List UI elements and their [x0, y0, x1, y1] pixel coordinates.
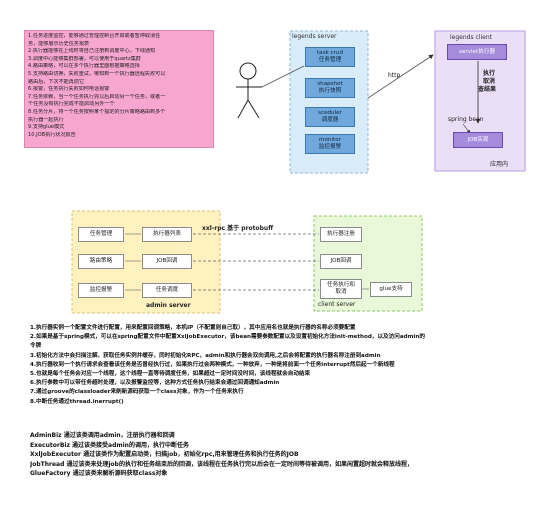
- monitor-name: monitor: [319, 137, 341, 143]
- description-list: 1.执行器实例一个配置文件进行配置，用来配置回调策略，本机IP（不配置则自己取）…: [30, 324, 535, 407]
- rpc-connectors: [193, 233, 319, 291]
- job-impl-box: JOB实现: [453, 132, 503, 148]
- scheduler-desc: 调度器: [321, 117, 339, 123]
- client-task-exec-box: 任务执行和 取消: [320, 279, 362, 299]
- admin-routing-label: 路由策略: [89, 258, 113, 264]
- in-app-label: 应用内: [490, 161, 509, 168]
- servlet-executor-label: servlet执行器: [459, 48, 495, 55]
- description-line: 8.中断任务通过thread.inerrupt(): [30, 398, 124, 405]
- user-stick-figure-icon: [236, 62, 262, 119]
- snapshot-name: shapshot: [317, 81, 343, 87]
- legends-client-title: legends client: [450, 34, 492, 41]
- admin-task-mgmt-label: 任务管理: [89, 231, 113, 237]
- class-line: GlueFactory 通过该类来解析源码获取class对象: [30, 470, 168, 478]
- requirements-note: 1.任务进度监控，能够通过管理控制台开启或者暂停取消任 务，能够展示历史任务报表…: [24, 30, 214, 148]
- description-line: 7.通过groove的classloader来刷新源码获取一个class对象，作…: [30, 389, 244, 396]
- description-line: 2.如果是基于spring模式，可以在spring配置文件中配置XxlJobEx…: [30, 334, 425, 341]
- job-impl-label: JOB实现: [467, 136, 489, 143]
- client-task-exec-label: 任务执行和 取消: [327, 282, 355, 295]
- note-line: 6.报警，任务执行失败如何电话报警: [28, 86, 110, 93]
- note-line: 4.路由策略，可以在多个执行器里面根据策略选择: [28, 63, 140, 70]
- user-to-server-connector: [261, 65, 305, 88]
- snapshot-desc: 执行快照: [318, 88, 342, 94]
- exec-label-1: 执行: [483, 70, 496, 77]
- task-crud-box: task crud 任务管理: [305, 47, 355, 67]
- exec-label-3: 查结果: [478, 86, 497, 93]
- class-line: AdminBiz 通过该类调用admin，注册执行器和回调: [30, 432, 175, 439]
- class-line: JobThread 通过该类来处理job的执行和任务结束后的回调，该线程在任务执…: [30, 460, 413, 468]
- note-line: 1.任务进度监控，能够通过管理控制台开启或者暂停取消任: [28, 33, 161, 39]
- note-line: 9.支持glue模式: [28, 124, 65, 131]
- client-executor-register-box: 执行器注册: [320, 227, 362, 242]
- class-line: XxlJobExecutor 通过该类作为配置启动类，扫描job，初始化rpc,…: [30, 451, 299, 459]
- scheduler-name: sceduler: [318, 110, 342, 116]
- client-glue-box: glue支持: [370, 282, 412, 297]
- exec-label-2: 取消: [483, 78, 496, 85]
- spring-bean-label: spring bean: [448, 116, 484, 123]
- note-line: 8.任务分片，将一个任务按照某个指定的分片策略路由到多个: [28, 108, 166, 115]
- monitor-desc: 监控报警: [318, 144, 342, 150]
- scheduler-box: sceduler 调度器: [305, 107, 355, 127]
- class-line: ExecutorBiz 通过该类接受admin的调用，执行中断任务: [30, 441, 189, 449]
- description-line: 6.执行参数中可以带任务超时处理，以及报警监控等，这种方式任务执行结束会通过回调…: [30, 380, 280, 387]
- admin-task-schedule-box: 任务调度: [142, 283, 192, 298]
- note-line: 3.调度中心能够集群部署，可以使用于quartz集群: [28, 55, 141, 62]
- client-glue-label: glue支持: [379, 286, 403, 292]
- description-line: 4.执行器收到一个执行请求会查看该任务是否曾经执行过，如果执行过会两种模式，一种…: [30, 361, 395, 368]
- admin-routing-box: 路由策略: [78, 254, 124, 269]
- note-line: 10.JOB执行状况报告: [28, 131, 76, 138]
- client-job-callback-label: JOB回调: [330, 258, 352, 264]
- admin-executor-list-box: 执行器列表: [142, 227, 192, 242]
- client-job-callback-box: JOB回调: [320, 254, 362, 269]
- note-line: 务，能够展示历史任务报表: [28, 40, 90, 47]
- legends-server-title: legends server: [292, 33, 337, 40]
- http-label: http: [388, 72, 401, 79]
- task-crud-desc: 任务管理: [318, 57, 342, 63]
- note-line: 个任务没有执行完成不能启动另外一个: [28, 101, 115, 108]
- note-line: 执行器一起执行: [28, 116, 64, 123]
- client-server-title: client server: [318, 301, 356, 308]
- spring-bean-arrow: [462, 123, 471, 134]
- http-arrow: [367, 54, 434, 99]
- admin-task-mgmt-box: 任务管理: [78, 227, 124, 242]
- task-crud-name: task crud: [316, 50, 344, 56]
- class-list: AdminBiz 通过该类调用admin，注册执行器和回调 ExecutorBi…: [30, 431, 535, 479]
- description-line: 1.执行器实例一个配置文件进行配置，用来配置回调策略，本机IP（不配置则自己取）…: [30, 325, 356, 331]
- admin-task-schedule-label: 任务调度: [155, 287, 179, 293]
- description-line: 令牌: [30, 343, 42, 350]
- snapshot-box: shapshot 执行快照: [305, 78, 355, 98]
- note-line: 5.支持路由切换，失败重试，哪知到一个执行器远程失败可以: [28, 70, 166, 77]
- description-line: 5.也就是每个任务会对应一个线程，这个线程一直等待调度任务，如果超过一定时间没时…: [30, 371, 311, 378]
- servlet-executor-box: servlet执行器: [447, 44, 507, 60]
- admin-alarm-label: 监控报警: [89, 287, 113, 293]
- admin-server-title: admin server: [146, 302, 191, 309]
- admin-job-callback-box: JOB回调: [142, 254, 192, 269]
- note-line: 2.执行器能够在上线时将自己注册到调度中心，下线通知: [28, 48, 156, 55]
- client-executor-register-label: 执行器注册: [327, 231, 355, 237]
- description-line: 3.初始化方法中会扫描注解，获取任务实例并缓存，同时初始化RPC，admin和执…: [30, 352, 381, 359]
- admin-executor-list-label: 执行器列表: [153, 231, 181, 237]
- note-line: 路由后，下次不能再前它: [28, 78, 85, 85]
- note-line: 7.任务依赖，当一个任务执行完以后启动另一个任务，或者一: [28, 93, 166, 100]
- admin-internal-connectors: [125, 233, 141, 291]
- rpc-label: xxl-rpc 基于 protobuff: [202, 225, 274, 232]
- monitor-box: monitor 监控报警: [305, 134, 355, 154]
- admin-job-callback-label: JOB回调: [156, 258, 178, 264]
- admin-alarm-box: 监控报警: [78, 283, 124, 298]
